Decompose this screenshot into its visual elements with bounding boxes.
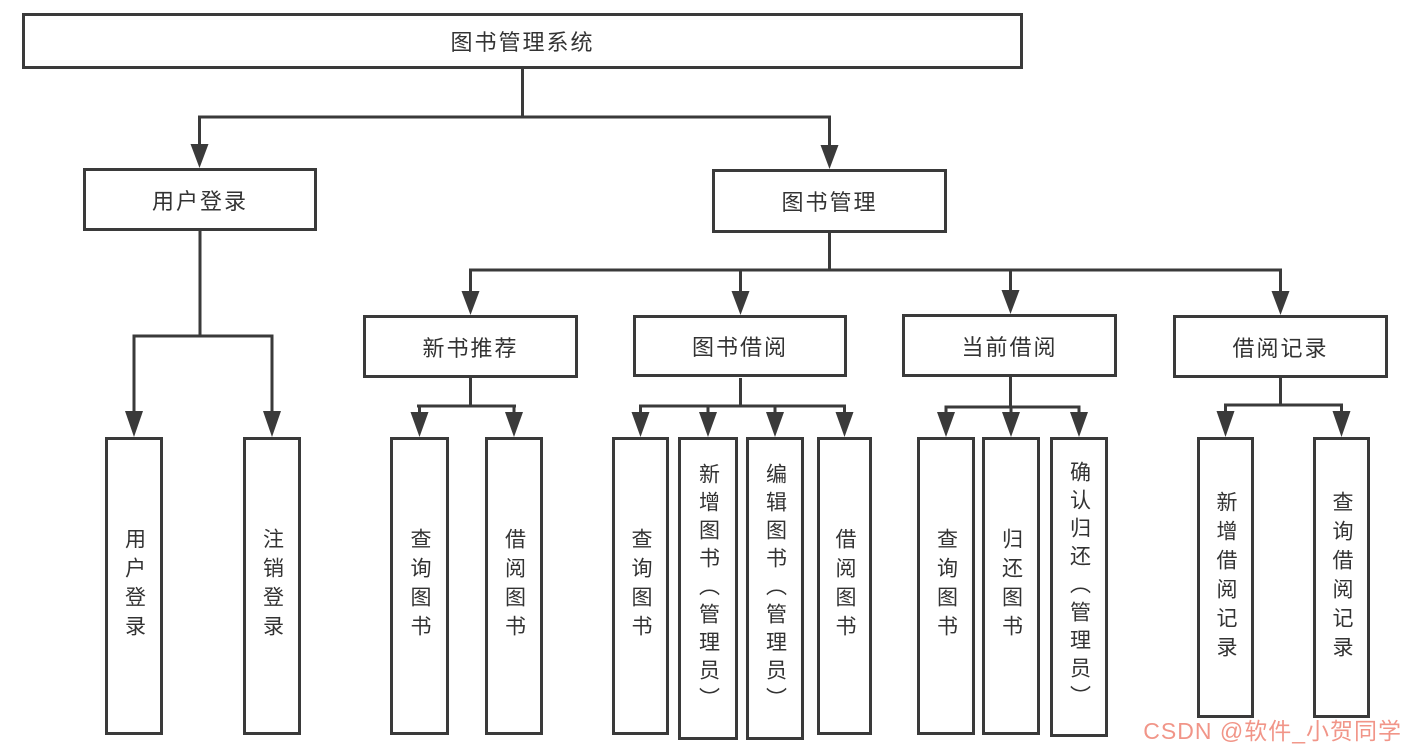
connector-new-book-recommend	[410, 378, 523, 437]
leaf-confirm-return-admin-label: 确认归还（管理员）	[1067, 461, 1091, 713]
node-current-borrow: 当前借阅	[902, 314, 1117, 377]
connector-borrow-records	[1216, 378, 1351, 437]
node-book-management: 图书管理	[712, 169, 947, 233]
leaf-add-borrow-record-label: 新增借阅记录	[1214, 490, 1237, 665]
connector-root	[190, 69, 839, 169]
leaf-borrow-books: 借阅图书	[817, 437, 872, 735]
node-user-login: 用户登录	[83, 168, 317, 231]
leaf-borrow-books-recommend: 借阅图书	[485, 437, 543, 735]
leaf-logout-label: 注销登录	[260, 528, 284, 644]
leaf-confirm-return-admin: 确认归还（管理员）	[1050, 437, 1108, 737]
leaf-logout: 注销登录	[243, 437, 301, 735]
watermark-csdn: CSDN @软件_小贺同学	[1143, 718, 1402, 744]
leaf-user-login-label: 用户登录	[122, 528, 146, 644]
leaf-query-books-borrow-label: 查询图书	[629, 528, 652, 644]
leaf-user-login: 用户登录	[105, 437, 163, 735]
connector-user-login	[125, 231, 281, 437]
connector-current-borrow	[937, 376, 1088, 437]
leaf-return-books-label: 归还图书	[999, 528, 1023, 644]
leaf-borrow-books-label: 借阅图书	[833, 528, 856, 644]
leaf-query-books-current: 查询图书	[917, 437, 975, 735]
leaf-borrow-books-recommend-label: 借阅图书	[502, 528, 526, 644]
connector-book-borrow	[631, 378, 854, 437]
leaf-return-books: 归还图书	[982, 437, 1040, 735]
leaf-edit-books-admin: 编辑图书（管理员）	[746, 437, 804, 740]
leaf-add-books-admin-label: 新增图书（管理员）	[696, 462, 720, 715]
connector-book-management	[461, 233, 1290, 315]
leaf-query-borrow-record: 查询借阅记录	[1313, 437, 1370, 718]
leaf-query-books-recommend: 查询图书	[390, 437, 449, 735]
leaf-query-borrow-record-label: 查询借阅记录	[1330, 490, 1353, 665]
leaf-add-books-admin: 新增图书（管理员）	[678, 437, 738, 740]
node-new-book-recommend: 新书推荐	[363, 315, 578, 378]
leaf-query-books-borrow: 查询图书	[612, 437, 669, 735]
leaf-add-borrow-record: 新增借阅记录	[1197, 437, 1254, 718]
leaf-query-books-recommend-label: 查询图书	[408, 528, 431, 644]
leaf-edit-books-admin-label: 编辑图书（管理员）	[763, 462, 787, 715]
leaf-query-books-current-label: 查询图书	[934, 528, 958, 644]
node-root: 图书管理系统	[22, 13, 1023, 69]
node-book-borrow: 图书借阅	[633, 315, 847, 377]
node-borrow-records: 借阅记录	[1173, 315, 1388, 378]
